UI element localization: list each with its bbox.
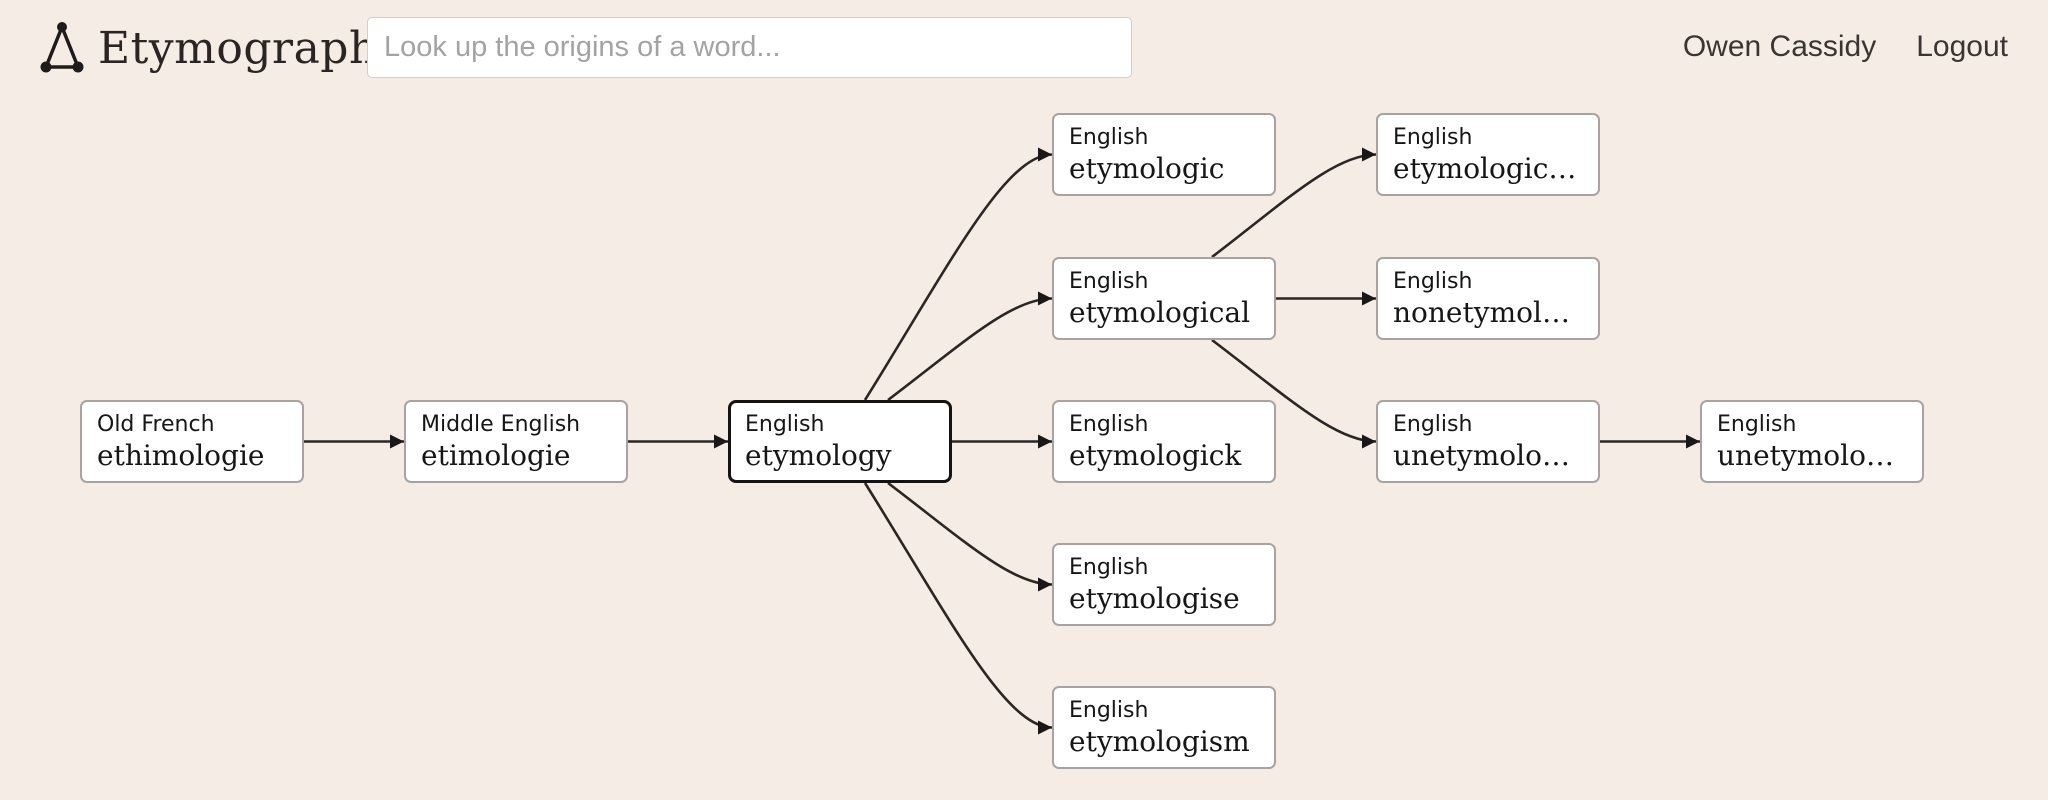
node-language: English [1069, 412, 1149, 437]
node-language: English [1717, 412, 1797, 437]
node-word: etymology [745, 439, 892, 472]
node-language: English [1393, 125, 1473, 150]
node-language: Old French [97, 412, 215, 437]
edge-etymology-to-etymologism [863, 482, 1053, 735]
node-language: English [1069, 698, 1149, 723]
node-word: ethimologie [97, 439, 265, 472]
node-word: etymologically [1393, 152, 1584, 185]
edge-etymology-to-etymological [887, 291, 1053, 402]
logout-link[interactable]: Logout [1916, 30, 2008, 63]
user-nav: Owen Cassidy Logout [1683, 30, 2008, 64]
search-input[interactable] [367, 17, 1132, 78]
edge-etymology-to-etymologic [863, 147, 1053, 401]
node-word: unetymologi… [1717, 439, 1908, 472]
node-word: nonetymolo… [1393, 296, 1584, 329]
node-word: etymologick [1069, 439, 1242, 472]
app-title: Etymograph [98, 22, 378, 74]
node-word: etymologic [1069, 152, 1225, 185]
triangle-graph-icon [40, 21, 84, 75]
node-language: English [745, 412, 825, 437]
node-word: etymological [1069, 296, 1251, 329]
edge-etymology-to-etymologise [887, 481, 1053, 592]
node-word: unetymologi… [1393, 439, 1584, 472]
node-word: etimologie [421, 439, 571, 472]
user-profile-link[interactable]: Owen Cassidy [1682, 30, 1877, 63]
node-language: English [1069, 555, 1149, 580]
node-word: etymologise [1069, 582, 1240, 615]
edge-etymological-to-etymologically [1211, 147, 1377, 259]
node-language: English [1069, 125, 1149, 150]
node-language: Middle English [421, 412, 581, 437]
node-language: English [1393, 269, 1473, 294]
node-word: etymologism [1069, 725, 1250, 758]
edge-etymological-to-unetymological [1211, 338, 1377, 449]
node-language: English [1069, 269, 1149, 294]
node-language: English [1393, 412, 1473, 437]
logo[interactable]: Etymograph [40, 16, 378, 80]
